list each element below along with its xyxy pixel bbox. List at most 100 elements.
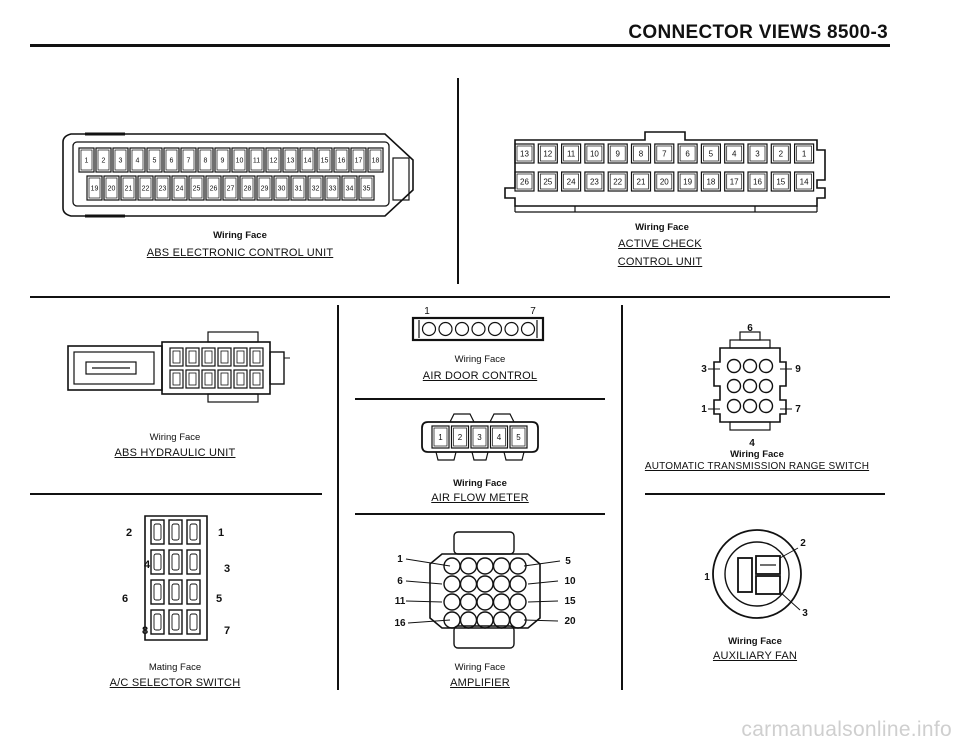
svg-text:5: 5 [709, 149, 714, 158]
atrs-cavity [742, 398, 758, 414]
svg-text:3: 3 [119, 158, 123, 165]
air-flow-title: AIR FLOW METER [431, 492, 529, 504]
hydraulic-cavity [169, 369, 184, 389]
svg-text:5: 5 [516, 433, 521, 442]
active-check-pin: 21 [630, 171, 652, 192]
amplifier-cavity [509, 611, 527, 629]
abs-ecu-pin: 16 [333, 147, 350, 173]
divider-center-1 [355, 398, 605, 400]
abs-ecu-pin: 7 [180, 147, 197, 173]
svg-text:6: 6 [170, 158, 174, 165]
svg-text:9: 9 [221, 158, 225, 165]
active-check-title-line1: ACTIVE CHECK [618, 238, 702, 250]
active-check-pin: 9 [607, 143, 628, 164]
active-check-title-line2: CONTROL UNIT [617, 256, 703, 268]
ac-cavity [150, 549, 165, 575]
amplifier-cavity [459, 575, 478, 593]
active-check-pin: 22 [607, 171, 628, 192]
atrs-pin-4: 4 [749, 438, 755, 449]
ac-cavity [168, 549, 183, 575]
abs-ecu-pin: 2 [95, 147, 112, 173]
amplifier-face-label: Wiring Face [454, 662, 506, 673]
abs-ecu-pin: 28 [239, 175, 256, 201]
active-check-pin: 20 [654, 171, 675, 192]
hydraulic-cavity [233, 369, 248, 389]
active-check-face-label: Wiring Face [635, 222, 689, 233]
svg-text:13: 13 [520, 149, 529, 158]
active-check-pin: 5 [700, 143, 721, 164]
abs-ecu-pin: 15 [316, 147, 333, 173]
svg-text:28: 28 [244, 186, 252, 193]
divider-center-2 [355, 513, 605, 515]
atrs-cavity [726, 398, 742, 414]
svg-text:30: 30 [278, 186, 286, 193]
hydraulic-cavity [233, 347, 248, 367]
svg-text:16: 16 [338, 158, 346, 165]
abs-hydraulic-title: ABS HYDRAULIC UNIT [114, 447, 236, 459]
divider-middle-horizontal [30, 296, 890, 298]
svg-text:12: 12 [543, 149, 552, 158]
svg-text:24: 24 [567, 177, 576, 186]
active-check-pin: 19 [677, 171, 698, 192]
amp-pin-10: 10 [564, 576, 576, 587]
svg-text:35: 35 [363, 186, 371, 193]
ac-cavity [186, 549, 201, 575]
abs-ecu-pin: 12 [265, 147, 282, 173]
svg-text:31: 31 [295, 186, 303, 193]
svg-text:13: 13 [287, 158, 295, 165]
ac-selector-connector: 2 1 4 3 6 5 8 7 [122, 515, 230, 641]
svg-text:20: 20 [108, 186, 116, 193]
svg-text:24: 24 [176, 186, 184, 193]
svg-text:3: 3 [755, 149, 760, 158]
svg-text:8: 8 [639, 149, 644, 158]
active-check-pin: 13 [514, 143, 535, 164]
atrs-pin-3: 3 [701, 364, 707, 375]
svg-text:14: 14 [800, 177, 809, 186]
abs-ecu-pin: 10 [231, 147, 248, 173]
abs-ecu-pin: 11 [248, 147, 265, 173]
abs-ecu-pin: 18 [367, 147, 384, 173]
svg-text:10: 10 [236, 158, 244, 165]
amplifier-cavity [459, 593, 478, 611]
abs-ecu-pin: 13 [282, 147, 299, 173]
divider-right-vertical [621, 305, 623, 690]
atrs-cavity [758, 358, 774, 374]
atrs-cavity [758, 378, 774, 394]
ac-selector-face-label: Mating Face [148, 662, 202, 673]
abs-ecu-pin: 9 [214, 147, 231, 173]
amplifier-cavity [509, 557, 527, 575]
active-check-pin: 12 [537, 143, 558, 164]
atrs-pin-9: 9 [795, 364, 801, 375]
hydraulic-cavity [249, 369, 264, 389]
air-door-pin-last: 7 [530, 306, 536, 317]
air-door-pin [487, 321, 503, 337]
svg-text:22: 22 [142, 186, 150, 193]
active-check-pin: 1 [794, 143, 815, 164]
amplifier-cavity [443, 593, 461, 611]
active-check-pin: 3 [747, 143, 768, 164]
svg-text:20: 20 [660, 177, 669, 186]
amp-pin-6: 6 [397, 576, 403, 587]
air-flow-pin: 3 [470, 425, 489, 449]
aux-fan-face-label: Wiring Face [728, 636, 782, 647]
abs-ecu-pin: 20 [103, 175, 120, 201]
svg-text:2: 2 [102, 158, 106, 165]
svg-text:23: 23 [159, 186, 167, 193]
ac-cavity [168, 579, 183, 605]
svg-text:18: 18 [372, 158, 380, 165]
svg-text:8: 8 [204, 158, 208, 165]
air-door-pin [520, 321, 536, 337]
amp-pin-5: 5 [565, 556, 571, 567]
ac-pin-7: 7 [224, 625, 230, 637]
ac-pin-1: 1 [218, 527, 224, 539]
svg-text:11: 11 [567, 149, 576, 158]
svg-text:4: 4 [136, 158, 140, 165]
active-check-pin: 24 [560, 171, 582, 192]
active-check-pin: 6 [677, 143, 698, 164]
active-check-pin: 7 [654, 143, 675, 164]
amplifier-cavity [476, 557, 494, 575]
air-door-pin [438, 321, 453, 337]
abs-ecu-pin: 31 [290, 175, 307, 201]
abs-ecu-pin: 4 [129, 147, 146, 173]
